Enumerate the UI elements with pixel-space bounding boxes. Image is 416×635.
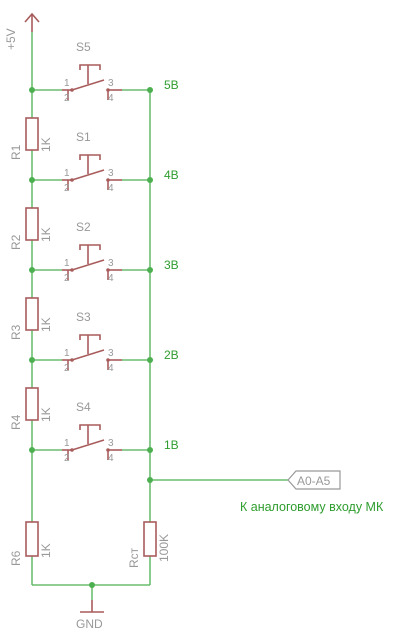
- pin-1: 1: [64, 168, 70, 179]
- net-label: 2B: [164, 348, 179, 362]
- resistor-name: R3: [9, 324, 23, 340]
- pin-4: 4: [108, 93, 114, 104]
- junction: [147, 87, 153, 93]
- resistor-r4: R4 1K: [9, 387, 53, 430]
- pin-1: 1: [64, 78, 70, 89]
- resistor-name: Rст: [127, 547, 141, 568]
- pin-2: 2: [64, 273, 70, 284]
- junction: [147, 477, 153, 483]
- switch-name: S1: [76, 130, 91, 144]
- resistor-value: 1K: [39, 317, 53, 332]
- resistor-value: 1K: [39, 137, 53, 152]
- port-note: К аналоговому входу МК: [240, 500, 384, 514]
- ground-junction: [89, 582, 95, 588]
- resistor-value: 100K: [157, 534, 171, 562]
- junction: [147, 267, 153, 273]
- pin-4: 4: [108, 183, 114, 194]
- junction: [29, 177, 35, 183]
- resistor-r3: R3 1K: [9, 297, 53, 340]
- vcc-symbol: +5V: [4, 12, 40, 50]
- pin-1: 1: [64, 438, 70, 449]
- pin-2: 2: [64, 183, 70, 194]
- junction: [29, 87, 35, 93]
- net-label: 1B: [164, 438, 179, 452]
- pin-3: 3: [108, 438, 114, 449]
- switch-name: S2: [76, 220, 91, 234]
- pin-4: 4: [108, 453, 114, 464]
- resistor-name: R4: [9, 414, 23, 430]
- switch-s5: [62, 64, 122, 100]
- junction: [29, 447, 35, 453]
- net-label: 4B: [164, 168, 179, 182]
- resistor-r2: R2 1K: [9, 207, 53, 250]
- pin-2: 2: [64, 363, 70, 374]
- switch-name: S5: [76, 40, 91, 54]
- pin-4: 4: [108, 363, 114, 374]
- pin-1: 1: [64, 258, 70, 269]
- junction: [147, 447, 153, 453]
- switch-row-s1: S1 1 2 3 4 4B: [29, 130, 179, 194]
- pin-1: 1: [64, 348, 70, 359]
- junction: [147, 177, 153, 183]
- port-flag: [287, 470, 341, 490]
- switch-s2: [62, 244, 122, 280]
- switch-name: S3: [76, 310, 91, 324]
- resistor-value: 1K: [39, 227, 53, 242]
- switch-name: S4: [76, 400, 91, 414]
- pin-3: 3: [108, 168, 114, 179]
- resistor-value: 1K: [39, 543, 53, 558]
- switch-s3: [62, 334, 122, 370]
- switch-row-s5: S5 1 2 3 4 5B: [29, 40, 179, 104]
- pin-3: 3: [108, 78, 114, 89]
- resistor-r6: R6 1K: [9, 521, 53, 566]
- pin-2: 2: [64, 93, 70, 104]
- pin-4: 4: [108, 273, 114, 284]
- resistor-r1: R1 1K: [9, 117, 53, 160]
- switch-row-s3: S3 1 2 3 4 2B: [29, 310, 179, 374]
- pin-2: 2: [64, 453, 70, 464]
- switch-row-s2: S2 1 2 3 4 3B: [29, 220, 179, 284]
- resistor-name: R1: [9, 144, 23, 160]
- junction: [29, 267, 35, 273]
- net-label: 5B: [164, 78, 179, 92]
- resistor-name: R6: [9, 550, 23, 566]
- net-label: 3B: [164, 258, 179, 272]
- resistor-value: 1K: [39, 407, 53, 422]
- switch-s4: [62, 424, 122, 460]
- pin-3: 3: [108, 348, 114, 359]
- analog-output: A0-A5 К аналоговому входу МК: [147, 470, 384, 514]
- resistor-rst: Rст 100K: [127, 521, 171, 568]
- pin-3: 3: [108, 258, 114, 269]
- vcc-label: +5V: [4, 28, 18, 50]
- resistor-name: R2: [9, 234, 23, 250]
- gnd-label: GND: [76, 617, 103, 631]
- port-label: A0-A5: [297, 474, 331, 488]
- junction: [29, 357, 35, 363]
- junction: [147, 357, 153, 363]
- switch-row-s4: S4 1 2 3 4 1B: [29, 400, 179, 464]
- switch-s1: [62, 154, 122, 190]
- ground-net: GND: [32, 582, 150, 631]
